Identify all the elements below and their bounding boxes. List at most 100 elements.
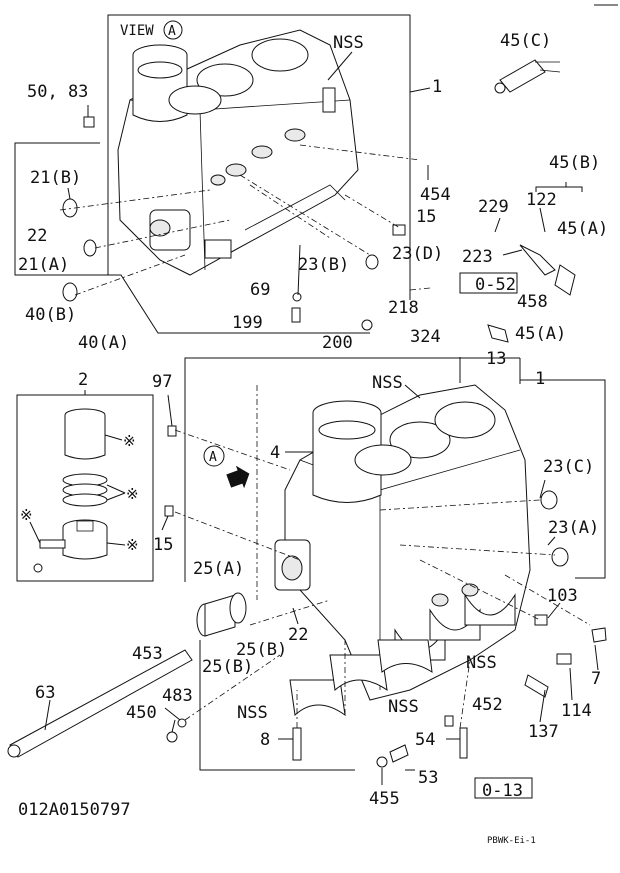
callout-21a: 21(A): [18, 255, 69, 275]
upper-cylinder-block: [117, 29, 359, 276]
seal-23a: [551, 547, 569, 567]
sensor-45a-upper: [519, 244, 576, 296]
callout-23b: 23(B): [298, 255, 349, 275]
callout-453: 453: [132, 644, 163, 664]
callout-218: 218: [388, 298, 419, 318]
bearing-cap-3: [377, 639, 433, 673]
plug-7: [591, 627, 607, 643]
leader-asterisk-pin: [29, 521, 41, 544]
bolt-15a: [392, 224, 406, 236]
callout-4: 4: [270, 443, 280, 463]
callout-7: 7: [591, 669, 601, 689]
rod-63: [7, 649, 193, 758]
callout-200: 200: [322, 333, 353, 353]
callout-45a-lower: 45(A): [515, 324, 566, 344]
lower-frame-bottom: [199, 640, 355, 771]
callout-23c: 23(C): [543, 457, 594, 477]
callout-25a: 25(A): [193, 559, 244, 579]
callout-nss-right: NSS: [466, 653, 497, 673]
leader-asterisk-rings-1: [106, 484, 126, 494]
view-letter-circle: [163, 20, 183, 40]
callout-452: 452: [472, 695, 503, 715]
callout-450: 450: [126, 703, 157, 723]
callout-137: 137: [528, 722, 559, 742]
callout-63: 63: [35, 683, 55, 703]
plug-97: [167, 425, 177, 437]
plug-15b: [164, 505, 174, 517]
callout-50-83: 50, 83: [27, 82, 88, 102]
washer-455: [376, 756, 388, 768]
callout-25b-left: 25(B): [202, 657, 253, 677]
leader-asterisk-liner: [104, 434, 123, 441]
seal-21a: [83, 239, 97, 257]
leader-asterisk-rings-2: [106, 492, 126, 501]
view-arrow-a: [226, 465, 250, 489]
seal-23d: [365, 254, 379, 270]
callout-54: 54: [415, 730, 435, 750]
callout-15-lower: 15: [153, 535, 173, 555]
callout-nss-top: NSS: [333, 33, 364, 53]
seal-23c: [540, 490, 558, 510]
callout-22-upper: 22: [27, 226, 47, 246]
callout-69: 69: [250, 280, 270, 300]
callout-45b: 45(B): [549, 153, 600, 173]
asterisk-rings: ※: [126, 485, 139, 503]
stud-54: [459, 727, 468, 759]
callout-8: 8: [260, 730, 270, 750]
callout-nss-mid: NSS: [372, 373, 403, 393]
lower-cylinder-block: [274, 384, 531, 701]
callout-23d: 23(D): [392, 244, 443, 264]
callout-40b: 40(B): [25, 305, 76, 325]
leader-asterisk-piston: [106, 542, 126, 546]
washer-200: [361, 319, 373, 331]
callout-53: 53: [418, 768, 438, 788]
callout-15-upper: 15: [416, 207, 436, 227]
bracket-45b: [535, 186, 583, 192]
callout-122: 122: [526, 190, 557, 210]
plug-5083: [83, 116, 95, 128]
leader-lines: [44, 51, 599, 785]
asterisk-piston: ※: [126, 536, 139, 554]
bolt-199: [291, 307, 301, 323]
callout-23a: 23(A): [548, 518, 599, 538]
callout-223: 223: [462, 247, 493, 267]
arrow-letter: A: [209, 450, 217, 465]
callout-45c: 45(C): [500, 31, 551, 51]
callout-13: 13: [486, 349, 506, 369]
lower-frame: [184, 357, 520, 582]
callout-483: 483: [162, 686, 193, 706]
centre-lines: [59, 144, 591, 729]
callout-1-mid: 1: [535, 369, 545, 389]
callout-103: 103: [547, 586, 578, 606]
callout-97: 97: [152, 372, 172, 392]
callout-1-top: 1: [432, 77, 442, 97]
bolt-103: [534, 614, 548, 626]
callout-454: 454: [420, 185, 451, 205]
part-114: [556, 653, 572, 665]
callout-229: 229: [478, 197, 509, 217]
piston-kit: [33, 408, 108, 573]
callout-21b: 21(B): [30, 168, 81, 188]
sensor-45a-lower: [487, 324, 509, 343]
callout-22-lower: 22: [288, 625, 308, 645]
ring-483: [177, 718, 187, 728]
callout-199: 199: [232, 313, 263, 333]
camshaft-bushings: [196, 592, 247, 637]
seal-40b: [62, 282, 78, 302]
callout-114: 114: [561, 701, 592, 721]
callout-45a-upper: 45(A): [557, 219, 608, 239]
asterisk-pin: ※: [20, 506, 33, 524]
callout-nss-bottom-right: NSS: [388, 697, 419, 717]
view-letter: A: [168, 24, 176, 39]
sensor-45c: [494, 59, 561, 94]
footer-code: PBWK-Ei-1: [487, 836, 536, 846]
upper-left-bracket: [14, 142, 370, 334]
view-title: VIEW: [120, 23, 154, 39]
part-137: [524, 674, 549, 698]
ref-0-52: 0-52: [475, 275, 516, 295]
callout-25b-right: 25(B): [236, 640, 287, 660]
callout-455: 455: [369, 789, 400, 809]
ref-0-13: 0-13: [482, 781, 523, 801]
